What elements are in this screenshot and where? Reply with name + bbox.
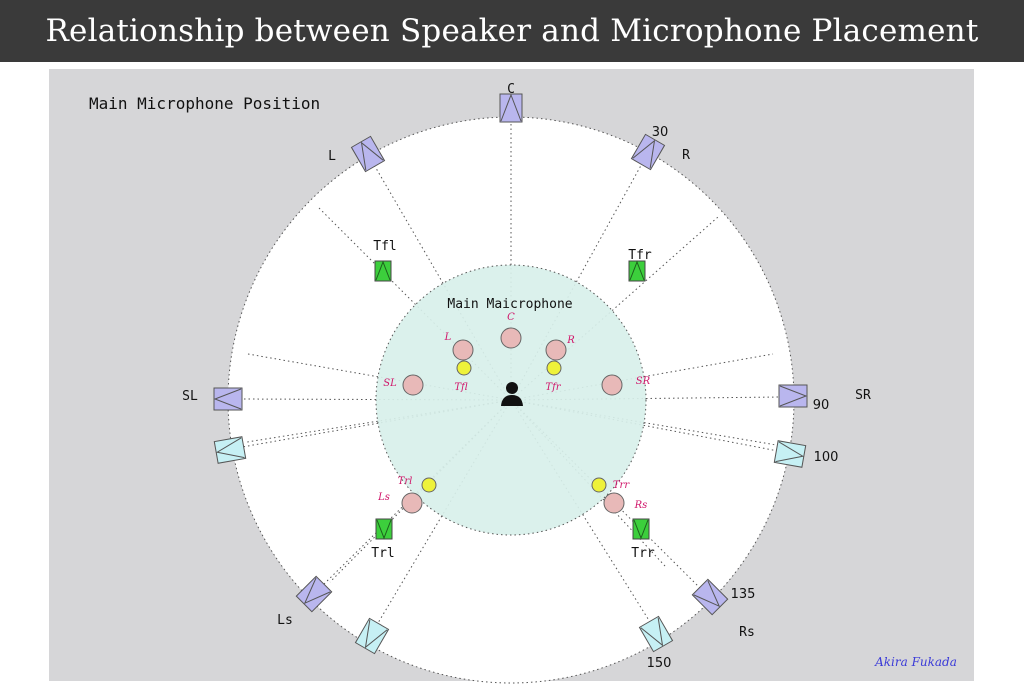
speaker-label-Rs: Rs xyxy=(739,625,755,640)
angle-label-100: 100 xyxy=(814,450,839,465)
speaker-label-C: C xyxy=(507,82,515,97)
height-speaker-label-Tfr: Tfr xyxy=(628,248,652,263)
speaker-R150 xyxy=(638,615,674,653)
page-title: Relationship between Speaker and Microph… xyxy=(45,13,979,49)
angle-label-30: 30 xyxy=(652,125,669,140)
height-speaker-cone xyxy=(633,519,649,540)
speaker-SL xyxy=(213,387,243,411)
speaker-R100 xyxy=(773,440,807,468)
speaker-cone xyxy=(775,441,805,463)
speaker-L150 xyxy=(354,617,390,655)
speaker-box xyxy=(773,440,807,468)
speaker-cone xyxy=(303,577,331,605)
height-speaker-label-Trl: Trl xyxy=(371,546,394,561)
speaker-cone xyxy=(640,617,664,647)
speaker-R xyxy=(630,133,666,171)
mic-label-Trl: Trl xyxy=(398,476,413,487)
listener-body xyxy=(501,395,523,406)
mic-label-SR: SR xyxy=(636,376,651,387)
height-speaker-box xyxy=(375,518,393,540)
mic-label-Rs: Rs xyxy=(634,500,648,511)
speaker-label-SL: SL xyxy=(182,389,198,404)
height-speaker-Trr xyxy=(632,518,650,540)
height-speaker-cone xyxy=(376,519,392,540)
height-mic-Tfl xyxy=(456,360,472,376)
mic-label-C: C xyxy=(507,312,515,323)
mic-SR xyxy=(601,374,623,396)
mic-R xyxy=(545,339,567,361)
speaker-cone xyxy=(693,580,721,608)
speaker-box xyxy=(213,387,243,411)
speaker-Ls xyxy=(295,575,333,613)
height-speaker-Tfr xyxy=(628,260,646,282)
speaker-label-L: L xyxy=(328,149,336,164)
angle-label-90: 90 xyxy=(813,398,830,413)
speaker-cone xyxy=(364,619,388,649)
title-bar: Relationship between Speaker and Microph… xyxy=(0,0,1024,62)
mic-SL xyxy=(402,374,424,396)
mic-C xyxy=(500,327,522,349)
speaker-cone xyxy=(779,385,808,407)
speaker-cone xyxy=(632,139,656,169)
height-mic-Tfr xyxy=(546,360,562,376)
mic-L xyxy=(452,339,474,361)
height-speaker-Tfl xyxy=(374,260,392,282)
grid-line xyxy=(510,353,774,401)
height-speaker-cone xyxy=(375,260,391,281)
sight-line xyxy=(377,399,512,624)
speaker-label-R: R xyxy=(682,148,690,163)
speaker-cone xyxy=(500,93,522,122)
height-speaker-box xyxy=(628,260,646,282)
mic-label-L: L xyxy=(444,332,452,343)
speaker-C xyxy=(499,93,523,123)
height-speaker-label-Trr: Trr xyxy=(631,546,655,561)
height-mic-Trl xyxy=(421,477,437,493)
speaker-box xyxy=(499,93,523,123)
angle-label-135: 135 xyxy=(731,587,756,602)
speaker-box xyxy=(778,384,808,408)
speaker-box xyxy=(213,436,247,464)
mic-label-Tfl: Tfl xyxy=(454,382,468,393)
mic-Ls xyxy=(401,492,423,514)
speaker-label-SR: SR xyxy=(855,388,871,403)
mic-label-Trr: Trr xyxy=(613,480,630,491)
height-speaker-Trl xyxy=(375,518,393,540)
section-title: Main Microphone Position xyxy=(89,94,320,113)
angle-label-150: 150 xyxy=(647,656,672,671)
sight-line xyxy=(321,399,512,587)
mic-label-SL: SL xyxy=(383,378,397,389)
listener-head xyxy=(506,382,518,394)
height-speaker-cone xyxy=(629,260,645,281)
speaker-L100 xyxy=(213,436,247,464)
speaker-SR xyxy=(778,384,808,408)
height-mic-Trr xyxy=(591,477,607,493)
mic-label-R: R xyxy=(566,335,575,346)
mic-label-Tfr: Tfr xyxy=(545,382,561,393)
height-speaker-box xyxy=(374,260,392,282)
author-credit: Akira Fukada xyxy=(874,655,957,669)
height-speaker-box xyxy=(632,518,650,540)
speaker-L xyxy=(350,135,386,173)
speaker-cone xyxy=(215,437,245,459)
main-mic-caption: Main Maicrophone xyxy=(447,297,572,312)
mic-label-Ls: Ls xyxy=(377,492,390,503)
speaker-label-Ls: Ls xyxy=(277,613,293,628)
speaker-Rs xyxy=(691,578,729,616)
speaker-cone xyxy=(213,388,242,410)
mic-Rs xyxy=(603,492,625,514)
speaker-cone xyxy=(360,141,384,171)
height-speaker-label-Tfl: Tfl xyxy=(373,239,396,254)
